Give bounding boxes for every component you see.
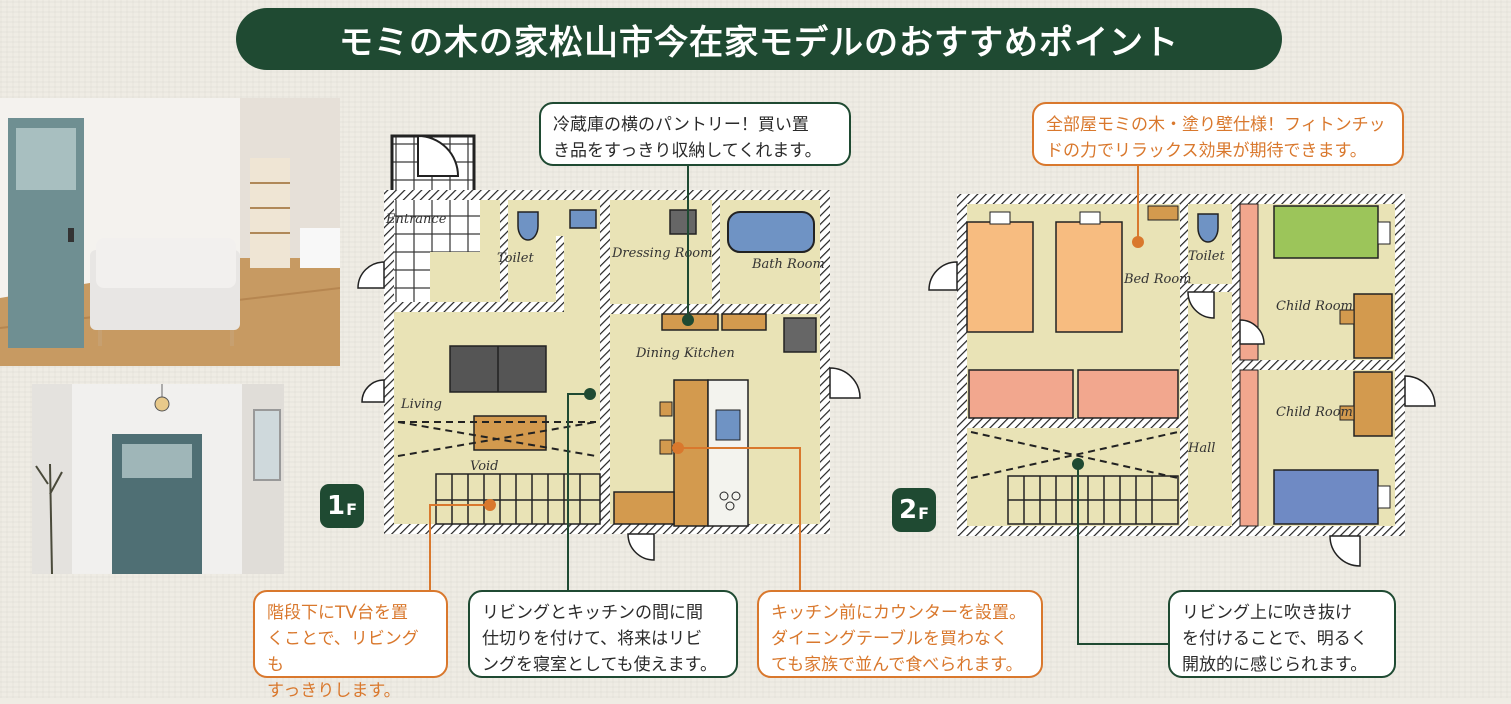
room-label-child-1: Child Room [1276,299,1353,314]
callout-tv-stand: 階段下にTV台を置 くことで、リビングも すっきりします。 [253,590,448,701]
callout-counter: キッチン前にカウンターを設置。 ダイニングテーブルを買わなく ても家族で並んで食… [757,590,1043,678]
room-label-child-2: Child Room [1276,405,1353,420]
room-label-dressing: Dressing Room [611,246,712,261]
room-label-toilet-2f: Toilet [1188,249,1225,264]
leader-lines [429,162,1168,645]
room-label-living: Living [400,397,442,412]
floor-badge-suffix: F [918,503,930,523]
leader-dots [484,236,1144,511]
room-label-void: Void [470,459,499,474]
room-label-toilet-1f: Toilet [497,251,534,266]
floor-1-plan: Entrance Toilet Dressing Room Bath Room … [357,134,861,561]
room-label-bed: Bed Room [1123,272,1191,287]
room-label-entrance: Entrance [385,212,447,227]
floor-badge-suffix: F [346,499,358,519]
callout-void: リビング上に吹き抜け を付けることで、明るく 開放的に感じられます。 [1168,590,1396,678]
callout-partition: リビングとキッチンの間に間 仕切りを付けて、将来はリビ ングを寝室としても使えま… [468,590,738,678]
page-title: モミの木の家松山市今在家モデルのおすすめポイント [236,8,1282,70]
room-label-hall: Hall [1187,441,1215,456]
living-room-photo [0,98,340,366]
floor-badge-number: 2 [898,495,918,525]
callout-walls: 全部屋モミの木・塗り壁仕様！フィトンチッ ドの力でリラックス効果が期待できます。 [1032,102,1404,166]
room-label-dining: Dining Kitchen [635,346,735,361]
hallway-photo [32,384,284,574]
floor-2-plan: Bed Room Toilet Child Room Child Room Ha… [928,194,1436,567]
floor-badge-number: 1 [326,491,346,521]
room-label-bath: Bath Room [751,257,825,272]
callout-pantry: 冷蔵庫の横のパントリー！買い置 き品をすっきり収納してくれます。 [539,102,851,166]
